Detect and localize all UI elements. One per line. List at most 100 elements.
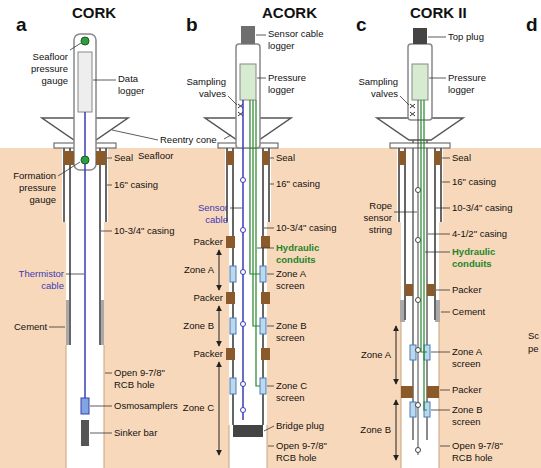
part-label: Open 9-7/8" RCB hole — [114, 367, 168, 391]
acork-borehole — [262, 151, 269, 165]
panel-letter: a — [16, 14, 27, 36]
acork-borehole — [233, 148, 263, 425]
part-label: Zone A — [184, 264, 214, 276]
cork-ii-borehole — [401, 222, 439, 468]
acork-borehole — [226, 292, 235, 304]
cork-ii-borehole — [410, 345, 416, 360]
part-label: Sinker bar — [114, 427, 157, 439]
panel-letter: c — [356, 14, 367, 36]
cork-ii-borehole — [421, 100, 427, 410]
part-label: Open 9-7/8" RCB hole — [276, 440, 330, 464]
leader-lines — [267, 326, 274, 327]
acork-borehole — [226, 348, 235, 360]
part-label: 16" casing — [452, 176, 496, 188]
part-label: Zone B — [183, 320, 214, 332]
leader-lines — [107, 158, 112, 159]
leader-lines — [256, 35, 266, 36]
cork-ii-borehole — [410, 104, 415, 116]
cork-ii-borehole — [416, 348, 421, 353]
leader-lines — [101, 231, 112, 232]
leader-lines — [112, 130, 158, 140]
part-label: Sampling valves — [354, 76, 398, 100]
leader-lines — [400, 96, 409, 105]
part-label: Bridge plug — [276, 420, 324, 432]
leader-lines — [264, 426, 274, 431]
cork-ii-borehole — [427, 386, 439, 398]
part-label: 10-3/4" casing — [114, 225, 174, 237]
acork-borehole — [261, 292, 270, 304]
part-label: Cement — [452, 306, 485, 318]
part-label: Data logger — [118, 73, 152, 97]
leader-lines — [228, 96, 237, 105]
part-label: Packer — [193, 236, 223, 248]
part-label: Sensor cable — [194, 202, 228, 226]
leader-lines — [105, 373, 112, 374]
acork-borehole — [261, 236, 270, 248]
cork-ii-borehole — [418, 100, 419, 455]
leader-lines — [442, 182, 450, 183]
cork-ii-borehole — [377, 118, 463, 140]
acork-borehole — [229, 425, 267, 468]
cork-ii-borehole — [434, 151, 441, 165]
part-label: Packer — [193, 348, 223, 360]
cork-ii-borehole — [412, 64, 428, 100]
leader-lines — [431, 352, 450, 353]
part-label: Seal — [114, 152, 133, 164]
part-label: Reentry cone — [160, 134, 217, 146]
zone-arrows — [219, 250, 396, 460]
leader-lines — [90, 433, 112, 434]
leader-lines — [49, 35, 450, 446]
leader-lines — [440, 446, 450, 447]
part-label: Pressure logger — [448, 72, 490, 96]
cork-ii-borehole — [427, 284, 435, 296]
part-label: Sc — [528, 330, 539, 342]
part-label: Seal — [452, 152, 471, 164]
part-label: Sensor cable logger — [268, 28, 328, 52]
zone-arrows — [396, 400, 397, 460]
panel-title: CORK II — [410, 4, 467, 22]
leader-lines — [270, 158, 274, 159]
cork-borehole — [96, 151, 106, 165]
part-label: 10-3/4" casing — [452, 202, 512, 214]
leader-lines — [257, 248, 274, 249]
acork-borehole — [230, 318, 236, 334]
part-label: 4-1/2" casing — [452, 228, 507, 240]
part-label: 16" casing — [276, 178, 320, 190]
acork-borehole — [240, 64, 256, 100]
acork-borehole — [241, 322, 246, 327]
cork-ii-borehole — [405, 284, 413, 296]
acork-borehole — [260, 266, 266, 282]
leader-lines — [58, 162, 80, 176]
zone-arrows — [219, 250, 220, 290]
cork-borehole — [78, 52, 92, 112]
leader-lines — [267, 274, 274, 275]
cork-ii-borehole — [416, 448, 421, 453]
cork-ii-borehole — [397, 148, 443, 222]
leader-lines — [436, 290, 450, 291]
cork-ii-borehole — [401, 386, 413, 398]
cork-ii-borehole — [399, 151, 406, 165]
zone-arrows — [219, 362, 220, 455]
cork-borehole — [64, 151, 74, 165]
acork-borehole — [241, 228, 246, 233]
cork-borehole — [81, 37, 89, 45]
part-label: Zone A — [361, 349, 391, 361]
part-label: 16" casing — [114, 179, 158, 191]
part-label: pe — [528, 343, 539, 355]
cork-ii-borehole — [408, 44, 432, 120]
acork-borehole — [230, 266, 236, 282]
cork-ii-borehole — [416, 298, 421, 303]
part-label: Pressure logger — [268, 72, 310, 96]
part-label: Zone B screen — [452, 404, 492, 428]
part-label: Osmosamplers — [114, 400, 178, 412]
acork-borehole — [241, 382, 246, 387]
part-label: Hydraulic conduits — [276, 242, 326, 266]
part-label: Sampling valves — [182, 76, 226, 100]
cork-ii-borehole — [416, 403, 421, 408]
part-label: Seafloor pressure gauge — [26, 51, 68, 87]
leader-lines — [90, 406, 112, 407]
cork-borehole — [81, 420, 89, 446]
part-label: Zone A screen — [276, 268, 316, 292]
